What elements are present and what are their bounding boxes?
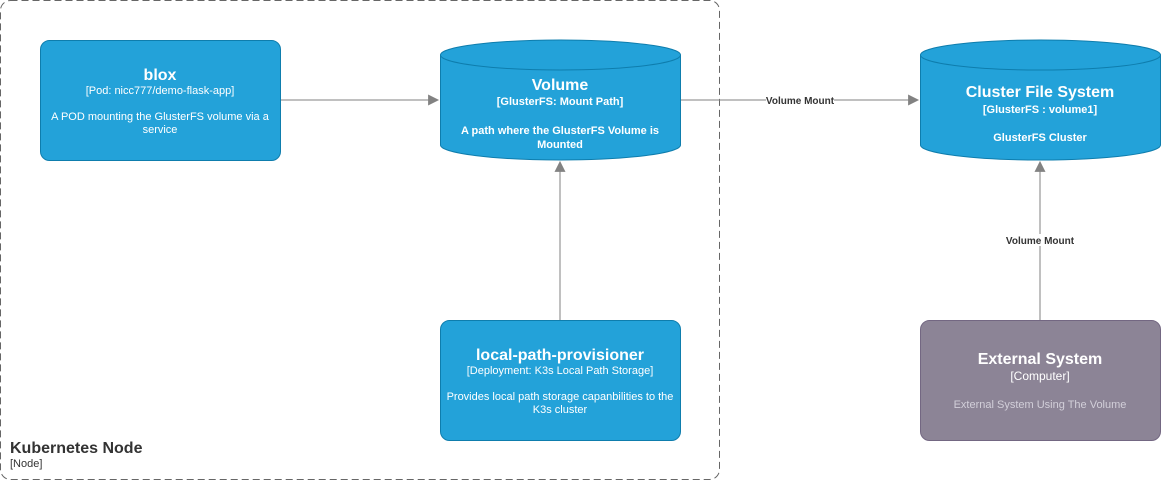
- node-external-title: External System: [978, 351, 1103, 368]
- node-cluster-fs-title: Cluster File System: [966, 84, 1115, 101]
- node-volume[interactable]: Volume [GlusterFS: Mount Path] A path wh…: [440, 39, 681, 161]
- node-cluster-file-system[interactable]: Cluster File System [GlusterFS : volume1…: [920, 39, 1161, 161]
- node-cluster-fs-tech: [GlusterFS : volume1]: [983, 104, 1098, 116]
- node-external-tech: [Computer]: [1010, 369, 1069, 383]
- node-blox-tech: [Pod: nicc777/demo-flask-app]: [86, 85, 235, 97]
- node-external-desc: External System Using The Volume: [954, 399, 1127, 411]
- node-volume-desc-2: Mounted: [537, 139, 583, 151]
- node-blox-desc-2: service: [143, 124, 178, 136]
- boundary-title: Kubernetes Node: [10, 440, 143, 457]
- edge-volume-to-cluster-fs: Volume Mount: [681, 94, 920, 107]
- edge-label-volume-mount-external: Volume Mount: [1006, 236, 1075, 247]
- node-provisioner-desc-2: K3s cluster: [533, 404, 588, 416]
- node-blox-title: blox: [144, 67, 177, 84]
- node-cluster-fs-desc: GlusterFS Cluster: [993, 132, 1087, 144]
- node-provisioner-tech: [Deployment: K3s Local Path Storage]: [467, 365, 654, 377]
- edge-label-volume-mount: Volume Mount: [766, 96, 835, 107]
- node-provisioner-desc-1: Provides local path storage capanbilitie…: [447, 391, 674, 403]
- node-volume-tech: [GlusterFS: Mount Path]: [497, 96, 624, 108]
- node-blox[interactable]: blox [Pod: nicc777/demo-flask-app] A POD…: [40, 40, 281, 161]
- edge-external-to-cluster-fs: Volume Mount: [1005, 160, 1075, 320]
- boundary-type: [Node]: [10, 458, 42, 470]
- node-local-path-provisioner[interactable]: local-path-provisioner [Deployment: K3s …: [440, 320, 681, 441]
- node-volume-desc-1: A path where the GlusterFS Volume is: [461, 125, 659, 137]
- node-volume-title: Volume: [532, 77, 589, 94]
- node-provisioner-title: local-path-provisioner: [476, 347, 644, 364]
- node-blox-desc-1: A POD mounting the GlusterFS volume via …: [51, 111, 270, 123]
- kubernetes-node-boundary: Kubernetes Node [Node]: [0, 0, 720, 480]
- node-external-system[interactable]: External System [Computer] External Syst…: [920, 320, 1161, 441]
